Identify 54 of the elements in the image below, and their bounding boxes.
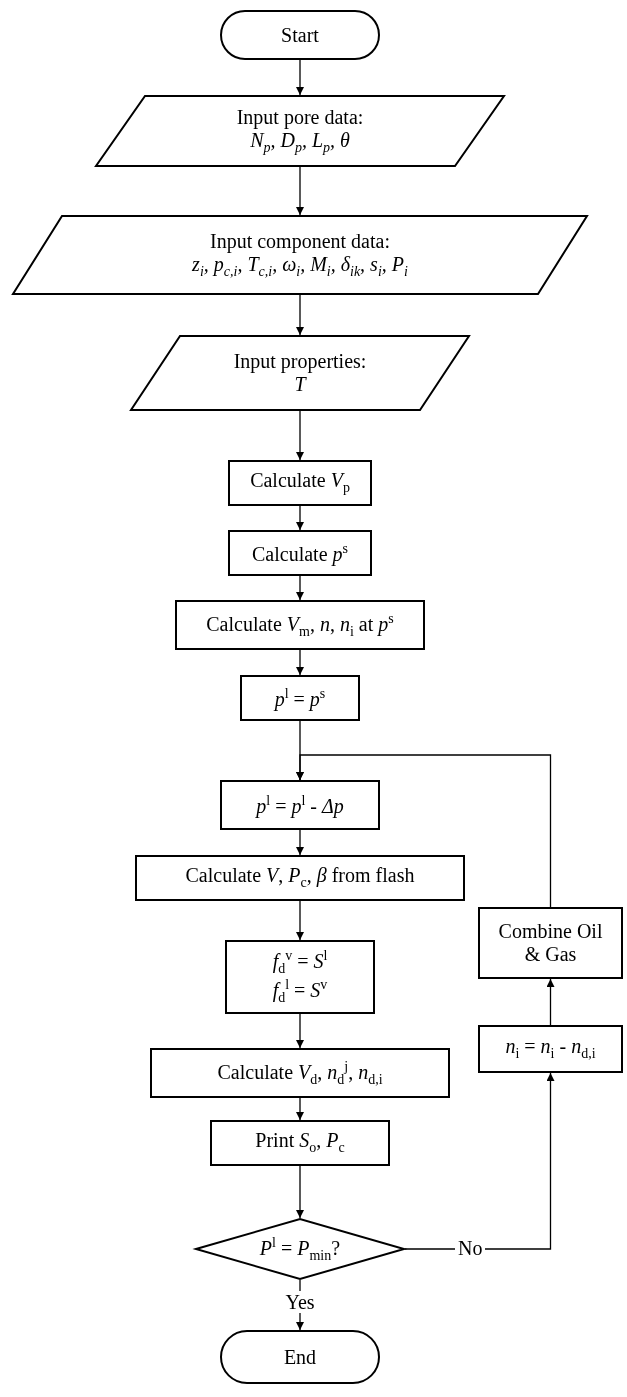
process-box [225,940,375,1014]
step-text: p$^{l}$ = p$^{s}$ [274,685,326,711]
arrow [296,410,304,461]
arrow [296,829,304,856]
arrow [296,1165,304,1219]
step-text: Combine Oil & Gas [497,920,604,966]
process-box [228,530,372,576]
arrow [296,166,304,216]
decision-diamond [195,1218,405,1280]
arrow [296,900,304,941]
arrow [296,1279,304,1331]
arrow [296,575,304,601]
process-box [175,600,425,650]
step-text: P$^{l}$ = P$_{min}$? [259,1234,341,1264]
formula-text: N$_{p}$, D$_{p}$, L$_{p}$, θ [250,128,350,157]
step-text: Calculate V$_{d}$, n$_{d}$$^{j}$, n$_{d,i}$ [217,1058,383,1088]
arrow [296,649,304,676]
step-text: p$^{l}$ = p$^{l}$ - Δp [256,792,344,818]
formula-text: z$_{i}$, p$_{c,i}$, T$_{c,i}$, ω$_{i}$, M$_{i}$, δ$_{ik}$, s$_{i}$, P$_{i}$ [192,252,408,281]
arrow [296,1013,304,1049]
step-text: Calculate V, P$_{c}$, β from flash [185,864,415,892]
formula-text: T [294,373,306,396]
step-text: Calculate V$_{m}$, n, n$_{i}$ at p$^{s}$ [206,610,394,640]
step-text: Calculate V$_{p}$ [250,469,350,497]
step-text: Calculate p$^{s}$ [252,540,348,566]
input-parallelogram [130,335,470,411]
arrow [296,59,304,96]
terminal-shape [220,1330,380,1384]
process-box [210,1120,390,1166]
arrow [404,1072,555,1250]
arrow [296,294,304,336]
input-parallelogram [95,95,505,167]
process-box [220,780,380,830]
arrow [296,505,304,531]
arrow [296,754,552,908]
arrow [296,1097,304,1121]
step-text: f$_{d}$$^{l}$ = S$^{v}$ [272,977,328,1006]
step-text: Start [281,23,319,47]
process-box [240,675,360,721]
step-text: n$_{i}$ = n$_{i}$ - n$_{d,i}$ [505,1035,596,1063]
process-box [228,460,372,506]
process-box [135,855,465,901]
process-box [150,1048,450,1098]
terminal-shape [220,10,380,60]
step-text: Input component data: [210,229,390,253]
step-text: Print S$_{o}$, P$_{c}$ [255,1129,345,1157]
process-box [478,907,623,979]
arrow [546,978,555,1026]
process-box [478,1025,623,1073]
step-text: Input properties: [233,350,367,373]
step-text: Input pore data: [236,105,364,129]
step-text: End [283,1345,317,1369]
input-parallelogram [12,215,588,295]
step-text: f$_{d}$$^{v}$ = S$^{l}$ [272,948,328,977]
